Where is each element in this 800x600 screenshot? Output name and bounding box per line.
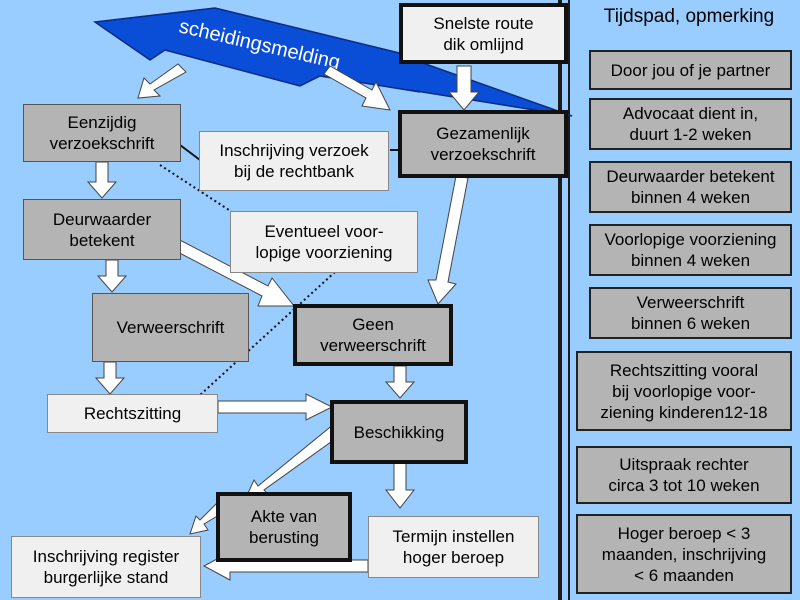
timeline-item-verweerschrift: Verweerschrift binnen 6 weken	[589, 287, 792, 339]
timeline-item-partner: Door jou of je partner	[589, 50, 792, 90]
node-inschrijving-verzoek: Inschrijving verzoek bij de rechtbank	[199, 131, 389, 191]
node-snelste-route: Snelste route dik omlijnd	[399, 3, 568, 64]
node-beschikking: Beschikking	[330, 400, 468, 464]
node-rechtszitting: Rechtszitting	[47, 394, 218, 433]
node-eventueel-voorziening: Eventueel voor- lopige voorziening	[230, 211, 418, 273]
node-deurwaarder-betekent: Deurwaarder betekent	[23, 199, 181, 260]
timeline-item-uitspraak: Uitspraak rechter circa 3 tot 10 weken	[576, 446, 792, 504]
arrow-verweerschrift-rechtszitting	[94, 361, 126, 395]
arrow-geen-beschikking	[384, 365, 416, 399]
node-geen-verweerschrift: Geen verweerschrift	[293, 304, 453, 366]
panel-divider	[568, 0, 570, 600]
node-inschrijving-register: Inschrijving register burgerlijke stand	[11, 536, 201, 598]
timeline-item-advocaat: Advocaat dient in, duurt 1-2 weken	[589, 98, 792, 150]
arrow-eenzijdig-deurwaarder	[86, 161, 118, 199]
arrow-rechtszitting-beschikking	[217, 393, 334, 421]
dotted-eventueel-rechtszitting	[199, 271, 336, 396]
banner-shape	[92, 7, 573, 117]
node-verweerschrift: Verweerschrift	[92, 293, 249, 362]
arrow-banner-to-eenzijdig	[137, 63, 187, 99]
dotted-eenzijdig-eventueel	[159, 164, 233, 213]
timeline-header: Tijdspad, opmerking	[603, 6, 775, 27]
arrow-snelste-down	[447, 65, 481, 111]
arrow-beschikking-termijn	[384, 461, 416, 509]
node-akte-van-berusting: Akte van berusting	[216, 492, 352, 562]
node-eenzijdig-verzoekschrift: Eenzijdig verzoekschrift	[23, 104, 181, 162]
arrow-gezamenlijk-geen	[427, 175, 469, 305]
node-gezamenlijk-verzoekschrift: Gezamenlijk verzoekschrift	[398, 110, 568, 178]
timeline-item-hoger-beroep: Hoger beroep < 3 maanden, inschrijving <…	[576, 514, 792, 594]
node-termijn-hoger-beroep: Termijn instellen hoger beroep	[368, 516, 539, 578]
timeline-item-deurwaarder: Deurwaarder betekent binnen 4 weken	[589, 161, 792, 213]
arrow-beschikking-akte	[243, 423, 343, 503]
timeline-item-rechtszitting: Rechtszitting vooral bij voorlopige voor…	[576, 351, 792, 431]
line-eenzijdig-inschrijving	[179, 144, 201, 161]
arrow-banner-to-gezamenlijk	[323, 65, 391, 111]
timeline-item-voorlopige: Voorlopige voorziening binnen 4 weken	[589, 224, 792, 276]
arrow-deurwaarder-verweerschrift	[96, 259, 128, 293]
